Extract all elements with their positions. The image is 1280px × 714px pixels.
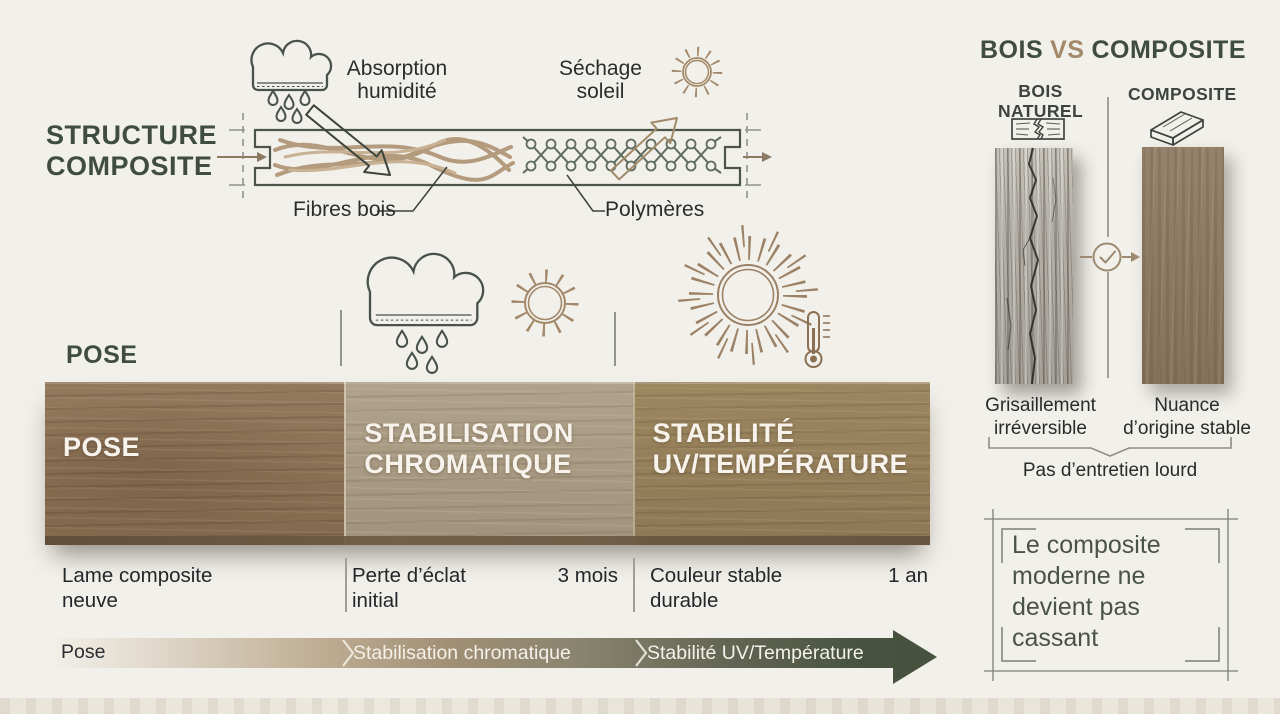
- quote-frame: [984, 509, 1238, 681]
- caption-pose: Lame composite neuve: [62, 564, 213, 612]
- weather-icons-row: [340, 225, 830, 375]
- comparison-title-composite: COMPOSITE: [1091, 36, 1246, 64]
- thermometer-icon: [804, 311, 830, 368]
- grisaillement-caption: Grisaillement irréversible: [985, 395, 1096, 439]
- moisture-arrow-icon: [305, 104, 391, 176]
- plank-segment-pose-label: POSE: [63, 432, 141, 462]
- timeline-arrow-body: [45, 638, 895, 668]
- bois-naturel-label: BOIS NATUREL: [997, 81, 1084, 121]
- plank-segment-pose: POSE: [45, 382, 345, 545]
- plank-segment-stabilite-label: STABILITÉ UV/TEMPÉRATURE: [652, 418, 909, 479]
- duration-stabilisation: 3 mois: [557, 564, 618, 587]
- polymeres-connector-line: [566, 174, 605, 212]
- pose-heading: POSE: [66, 341, 138, 369]
- sechage-label: Séchage soleil: [559, 57, 642, 103]
- comparison-title-vs: VS: [1050, 36, 1085, 64]
- arrow-label-pose: Pose: [61, 641, 106, 663]
- check-circle-icon: [1080, 242, 1140, 272]
- wood-crack-illustration: [1006, 147, 1057, 385]
- comparison-title: BOIS VS COMPOSITE: [980, 36, 1246, 65]
- wood-fibers-illustration: [273, 137, 515, 182]
- comparison-title-bois: BOIS: [980, 36, 1044, 64]
- caption-divider-1: [345, 558, 347, 612]
- comparison-divider-top: [1107, 97, 1109, 237]
- comparison-divider-bottom: [1107, 272, 1109, 378]
- entry-arrow-icon: [217, 152, 267, 162]
- caption-stabilisation: Perte d’éclat initial: [352, 564, 466, 612]
- raindrops: [267, 90, 311, 124]
- polymeres-label: Polymères: [605, 198, 705, 221]
- plank-segment-stabilisation-label: STABILISATION CHROMATIQUE: [364, 418, 574, 479]
- drying-arrow-icon: [609, 117, 678, 181]
- plank-top-highlight: [45, 382, 930, 384]
- timeline-arrow-head: [893, 630, 937, 684]
- arrow-label-stabilite: Stabilité UV/Température: [647, 642, 864, 664]
- plank-bottom-edge: [45, 536, 930, 545]
- chevron-separator-2: [635, 639, 648, 667]
- timeline-plank: POSE STABILISATION CHROMATIQUE STABILITÉ…: [45, 382, 930, 545]
- range-bracket: [988, 437, 1232, 457]
- absorption-label: Absorption humidité: [346, 57, 448, 103]
- chevron-separator-1: [342, 639, 355, 667]
- quote-text: Le composite moderne ne devient pas cass…: [1012, 531, 1161, 652]
- polymer-chain-illustration: [522, 136, 722, 174]
- composite-label: COMPOSITE: [1128, 84, 1237, 104]
- plank-segment-stabilite: STABILITÉ UV/TEMPÉRATURE: [632, 382, 930, 545]
- arrow-label-stabilisation: Stabilisation chromatique: [353, 642, 571, 664]
- duration-stabilite: 1 an: [888, 564, 928, 587]
- caption-divider-2: [633, 558, 635, 612]
- structure-title: STRUCTURE COMPOSITE: [46, 120, 217, 181]
- composite-plank: [1142, 147, 1224, 384]
- plank-segment-stabilisation: STABILISATION CHROMATIQUE: [344, 382, 633, 545]
- natural-wood-plank: [995, 147, 1073, 385]
- composite-structure-diagram: [217, 39, 772, 212]
- composite-plank-icon: [1150, 111, 1204, 146]
- sun-icon-large: [678, 225, 818, 365]
- fibres-connector-line: [377, 166, 448, 212]
- rain-cloud-icon-large: [366, 252, 485, 375]
- caption-stabilite: Couleur stable durable: [650, 564, 783, 612]
- nuance-caption: Nuance d’origine stable: [1123, 395, 1251, 439]
- exit-arrow-icon: [743, 152, 772, 162]
- bottom-texture-strip: [0, 698, 1280, 714]
- plank-cross-section: [253, 128, 742, 187]
- timeline-arrow: Pose Stabilisation chromatique Stabilité…: [45, 628, 937, 686]
- sun-icon-small: [511, 269, 579, 337]
- fibres-bois-label: Fibres bois: [293, 198, 396, 221]
- sun-icon: [671, 46, 723, 98]
- entretien-caption: Pas d’entretien lourd: [1022, 460, 1198, 481]
- cracked-plank-icon: [1011, 118, 1065, 140]
